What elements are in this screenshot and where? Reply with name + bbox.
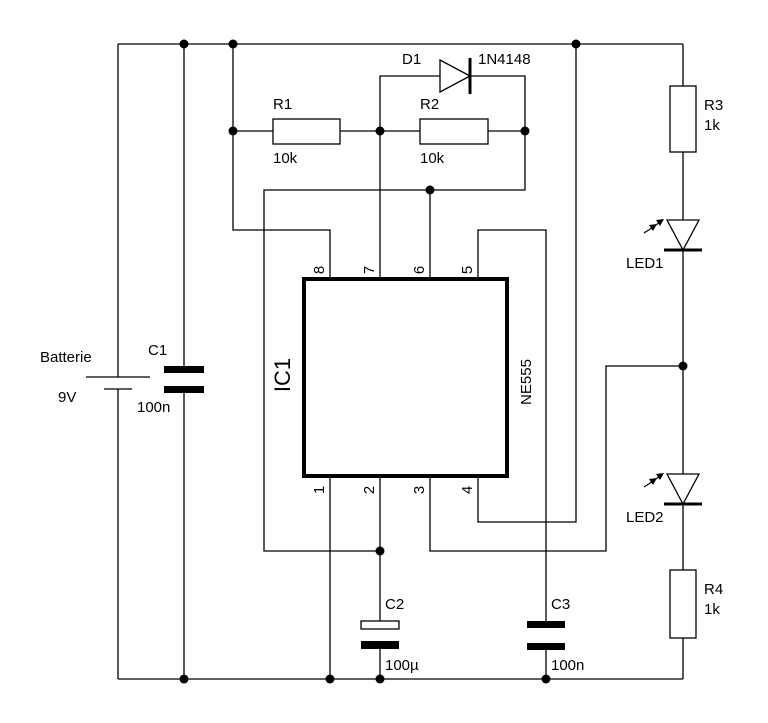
resistor-r2: R2 10k <box>419 96 489 167</box>
pin3-wire <box>429 365 683 552</box>
junction-dot <box>179 674 189 684</box>
battery-value: 9V <box>58 389 76 406</box>
resistor-r3: R3 1k <box>669 85 723 153</box>
junction-dot <box>375 126 385 136</box>
junction-dot <box>228 39 238 49</box>
junction-dot <box>425 185 435 195</box>
ic-body <box>302 277 509 478</box>
r2-body <box>419 118 489 145</box>
led1-name: LED1 <box>626 255 664 272</box>
ic-pin-label: 1 <box>311 486 328 494</box>
d1-wire <box>263 75 526 552</box>
r4-value: 1k <box>704 601 720 618</box>
pin4-wire <box>477 44 577 523</box>
r4-body <box>669 569 697 639</box>
ic-pin-label: 5 <box>459 266 476 274</box>
led-led1: LED1 <box>626 219 702 272</box>
junctions <box>179 39 688 684</box>
c2-value: 100µ <box>385 657 419 674</box>
d1-name: D1 <box>402 51 421 68</box>
c1-plate <box>164 386 204 393</box>
r2-value: 10k <box>420 150 445 167</box>
junction-dot <box>375 674 385 684</box>
c3-plate <box>527 643 565 650</box>
r3-body <box>669 85 697 153</box>
diode-d1: D1 1N4148 <box>402 51 531 94</box>
ic-part: NE555 <box>518 359 535 405</box>
c2-plate-positive <box>360 620 400 630</box>
c1-plate <box>164 366 204 373</box>
capacitor-c3: C3 100n <box>527 596 584 674</box>
junction-dot <box>228 126 238 136</box>
ic-ne555: 8 7 6 5 1 2 3 4 IC1 NE555 <box>270 266 535 494</box>
led1-light-arrows-icon <box>643 219 664 234</box>
junction-dot <box>325 674 335 684</box>
junction-dot <box>520 126 530 136</box>
led2-light-arrows-icon <box>643 473 664 488</box>
junction-dot <box>541 674 551 684</box>
r4-name: R4 <box>704 581 723 598</box>
led2-name: LED2 <box>626 509 664 526</box>
d1-triangle <box>439 58 472 94</box>
ic-pin-label: 4 <box>459 486 476 494</box>
c2-plate-negative <box>361 641 399 649</box>
pin5-wire <box>477 229 547 679</box>
c2-name: C2 <box>385 596 404 613</box>
battery-name: Batterie <box>40 349 92 366</box>
c3-value: 100n <box>551 657 584 674</box>
ic-pin-label: 8 <box>311 266 328 274</box>
r1-value: 10k <box>273 150 298 167</box>
junction-dot <box>678 361 688 371</box>
r3-name: R3 <box>704 97 723 114</box>
r3-value: 1k <box>704 117 720 134</box>
c1-value: 100n <box>137 399 170 416</box>
resistor-r4: R4 1k <box>669 569 723 639</box>
junction-dot <box>571 39 581 49</box>
led1-triangle <box>665 219 701 252</box>
resistor-r1: R1 10k <box>272 96 341 167</box>
ic-name: IC1 <box>270 358 295 392</box>
r1-name: R1 <box>273 96 292 113</box>
battery-symbol: Batterie 9V <box>40 349 150 406</box>
r1-body <box>272 118 341 145</box>
d1-part: 1N4148 <box>478 51 531 68</box>
pin8-wire <box>232 44 331 279</box>
r2-name: R2 <box>420 96 439 113</box>
ic-pin-label: 2 <box>361 486 378 494</box>
led-led2: LED2 <box>626 473 702 526</box>
c1-name: C1 <box>148 342 167 359</box>
led2-triangle <box>665 473 701 506</box>
capacitor-c2: C2 100µ <box>360 596 419 674</box>
ic-pin-label: 7 <box>361 266 378 274</box>
capacitor-c1: C1 100n <box>137 342 204 416</box>
ic-pin-label: 6 <box>411 266 428 274</box>
c3-name: C3 <box>551 596 570 613</box>
ic-pin-label: 3 <box>411 486 428 494</box>
junction-dot <box>179 39 189 49</box>
junction-dot <box>375 546 385 556</box>
c3-plate <box>527 621 565 628</box>
wires <box>117 43 684 680</box>
